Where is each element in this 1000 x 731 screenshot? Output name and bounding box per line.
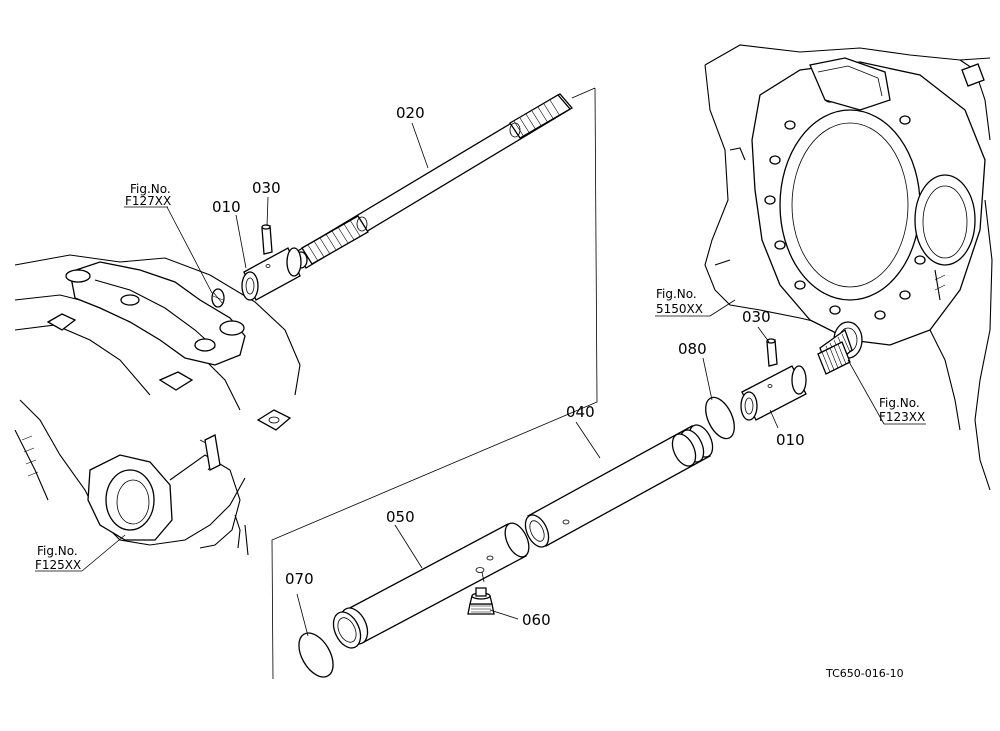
leader-lines [35,122,926,637]
part-010-right-coupling [740,365,807,421]
figref-5150-line2: 5150XX [656,302,703,316]
label-020: 020 [396,104,425,122]
housing-bolt-holes [764,93,926,320]
label-050: 050 [386,508,415,526]
right-clutch-housing [704,44,993,491]
part-050-outer-tube [332,522,530,649]
explosion-boundary [271,87,598,680]
part-080-o-ring [705,396,735,440]
label-010-right: 010 [776,431,805,449]
label-010-left: 010 [212,198,241,216]
label-030-right: 030 [742,308,771,326]
figref-f125-line1: Fig.No. [37,544,78,558]
figref-5150-line1: Fig.No. [656,287,697,301]
left-axle-housing [14,254,301,556]
label-060: 060 [522,611,551,629]
figref-f123-line2: F123XX [879,410,925,424]
right-stub [817,341,851,375]
label-040: 040 [566,403,595,421]
diagram-code: TC650-016-10 [825,667,904,680]
label-070: 070 [285,570,314,588]
figref-f127-line1: Fig.No. [130,182,171,196]
part-040-tube [524,424,714,548]
part-030-right-pin [766,338,778,367]
figref-f127-line2: F127XX [125,194,171,208]
label-080: 080 [678,340,707,358]
left-stub [211,288,225,308]
label-030-left: 030 [252,179,281,197]
part-030-left-pin [261,224,273,255]
part-060-plug [467,587,495,615]
figref-f123-line1: Fig.No. [879,396,920,410]
part-020-shaft [294,93,573,269]
part-070-o-ring [298,632,334,678]
figref-f125-line2: F125XX [35,558,81,572]
part-010-left-coupling [241,247,302,301]
